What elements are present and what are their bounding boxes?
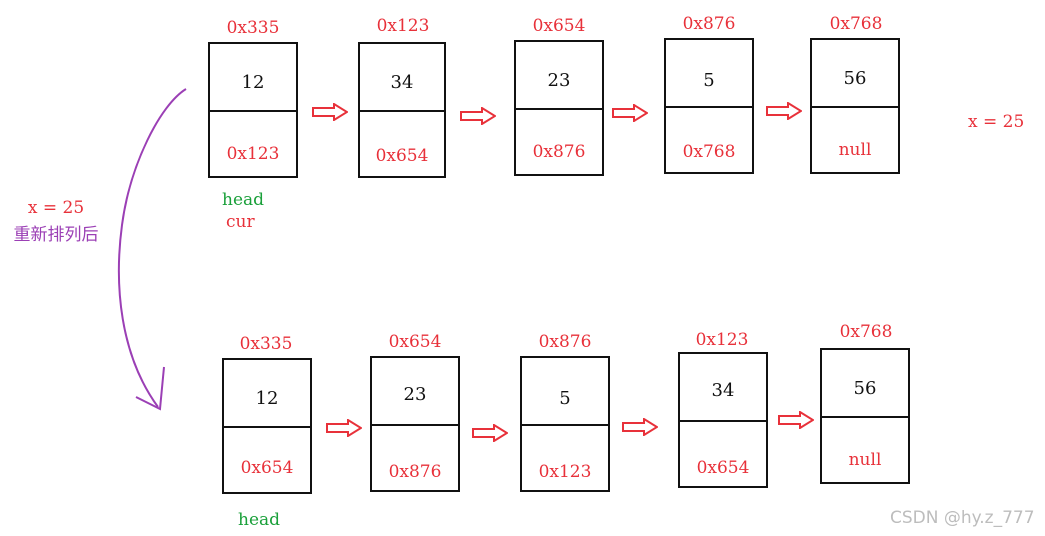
- list-node: 12 0x123: [208, 42, 298, 178]
- node-value: 12: [255, 388, 279, 409]
- node-address: 0x768: [839, 322, 893, 342]
- arrow-right-icon: [612, 104, 648, 122]
- node-next-pointer: 0x654: [375, 146, 429, 166]
- node-divider: [224, 426, 310, 428]
- node-value: 12: [241, 72, 265, 93]
- node-divider: [680, 420, 766, 422]
- watermark: CSDN @hy.z_777: [890, 508, 1035, 528]
- node-divider: [666, 106, 752, 108]
- node-value: 34: [711, 380, 735, 401]
- list-node: 5 0x123: [520, 356, 610, 492]
- node-value: 56: [843, 68, 867, 89]
- node-next-pointer: 0x123: [538, 462, 592, 482]
- node-value: 5: [559, 388, 571, 409]
- curved-arrow-icon: [117, 88, 187, 411]
- node-next-pointer: null: [848, 450, 882, 470]
- arrow-right-icon: [312, 103, 348, 121]
- node-address: 0x335: [239, 334, 293, 354]
- node-value: 56: [853, 378, 877, 399]
- list-node: 56 null: [810, 38, 900, 174]
- arrow-right-icon: [622, 418, 658, 436]
- node-address: 0x876: [682, 14, 736, 34]
- note-rearranged-label: 重新排列后: [13, 225, 99, 245]
- node-divider: [372, 424, 458, 426]
- arrow-right-icon: [778, 411, 814, 429]
- node-divider: [516, 108, 602, 110]
- node-next-pointer: 0x876: [388, 462, 442, 482]
- node-address: 0x123: [695, 330, 749, 350]
- list-node: 34 0x654: [358, 42, 446, 178]
- note-x-value: x = 25: [27, 198, 85, 218]
- head-pointer-label: head: [238, 510, 281, 530]
- node-next-pointer: 0x123: [226, 144, 280, 164]
- node-value: 5: [703, 70, 715, 91]
- node-divider: [360, 110, 444, 112]
- node-address: 0x876: [538, 332, 592, 352]
- x-value-label: x = 25: [968, 112, 1025, 132]
- node-value: 23: [403, 384, 427, 405]
- arrow-right-icon: [766, 102, 802, 120]
- transition-note: x = 25 重新排列后: [0, 198, 112, 245]
- node-next-pointer: 0x654: [696, 458, 750, 478]
- node-divider: [522, 424, 608, 426]
- node-next-pointer: 0x768: [682, 142, 736, 162]
- arrow-right-icon: [472, 424, 508, 442]
- list-node: 34 0x654: [678, 352, 768, 488]
- node-divider: [822, 416, 908, 418]
- arrow-right-icon: [460, 107, 496, 125]
- arrow-right-icon: [326, 419, 362, 437]
- node-next-pointer: null: [838, 140, 872, 160]
- node-divider: [812, 106, 898, 108]
- node-divider: [210, 110, 296, 112]
- node-next-pointer: 0x654: [240, 458, 294, 478]
- list-node: 5 0x768: [664, 38, 754, 174]
- node-next-pointer: 0x876: [532, 142, 586, 162]
- node-address: 0x768: [829, 14, 883, 34]
- list-node: 23 0x876: [514, 40, 604, 176]
- node-address: 0x123: [376, 16, 430, 36]
- node-address: 0x335: [226, 18, 280, 38]
- node-value: 23: [547, 70, 571, 91]
- list-node: 23 0x876: [370, 356, 460, 492]
- list-node: 56 null: [820, 348, 910, 484]
- node-address: 0x654: [532, 16, 586, 36]
- node-value: 34: [390, 72, 414, 93]
- cur-pointer-label: cur: [226, 212, 255, 232]
- head-pointer-label: head: [222, 190, 265, 210]
- list-node: 12 0x654: [222, 358, 312, 494]
- node-address: 0x654: [388, 332, 442, 352]
